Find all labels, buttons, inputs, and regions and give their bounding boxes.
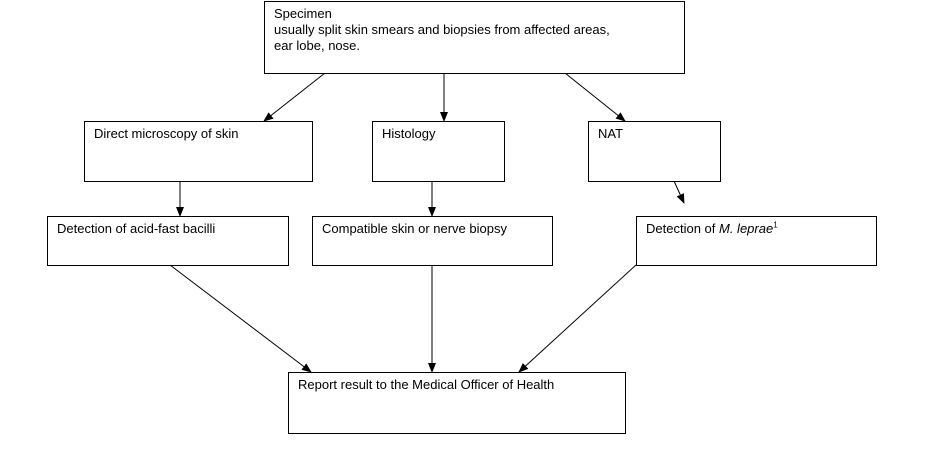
report-label: Report result to the Medical Officer of …: [298, 377, 555, 392]
report-box: Report result to the Medical Officer of …: [288, 372, 626, 434]
biopsy-label: Compatible skin or nerve biopsy: [322, 221, 507, 236]
specimen-box: Specimen usually split skin smears and b…: [264, 1, 685, 74]
arrow-nat-to-leprae: [673, 180, 685, 204]
biopsy-box: Compatible skin or nerve biopsy: [312, 216, 553, 266]
histology-box: Histology: [372, 121, 505, 182]
leprae-footnote: 1: [773, 220, 778, 230]
microscopy-label: Direct microscopy of skin: [94, 126, 239, 141]
acid-fast-box: Detection of acid-fast bacilli: [47, 216, 289, 266]
arrow-specimen-to-microscopy: [263, 72, 326, 122]
arrow-leprae-to-report: [518, 264, 637, 373]
specimen-description-line2: ear lobe, nose.: [274, 38, 361, 53]
acid-fast-label: Detection of acid-fast bacilli: [57, 221, 216, 236]
microscopy-box: Direct microscopy of skin: [84, 121, 313, 182]
nat-label: NAT: [598, 126, 624, 141]
nat-box: NAT: [588, 121, 721, 182]
arrow-acid-fast-to-report: [169, 264, 312, 373]
leprae-prefix: Detection of: [646, 221, 719, 236]
specimen-description-line1: usually split skin smears and biopsies f…: [274, 22, 610, 37]
histology-label: Histology: [382, 126, 436, 141]
leprae-species-name: M. leprae: [719, 221, 774, 236]
specimen-title: Specimen: [274, 6, 332, 21]
arrow-specimen-to-nat: [564, 72, 626, 122]
leprae-label: Detection of M. leprae1: [646, 221, 867, 237]
leprae-box: Detection of M. leprae1: [636, 216, 877, 266]
